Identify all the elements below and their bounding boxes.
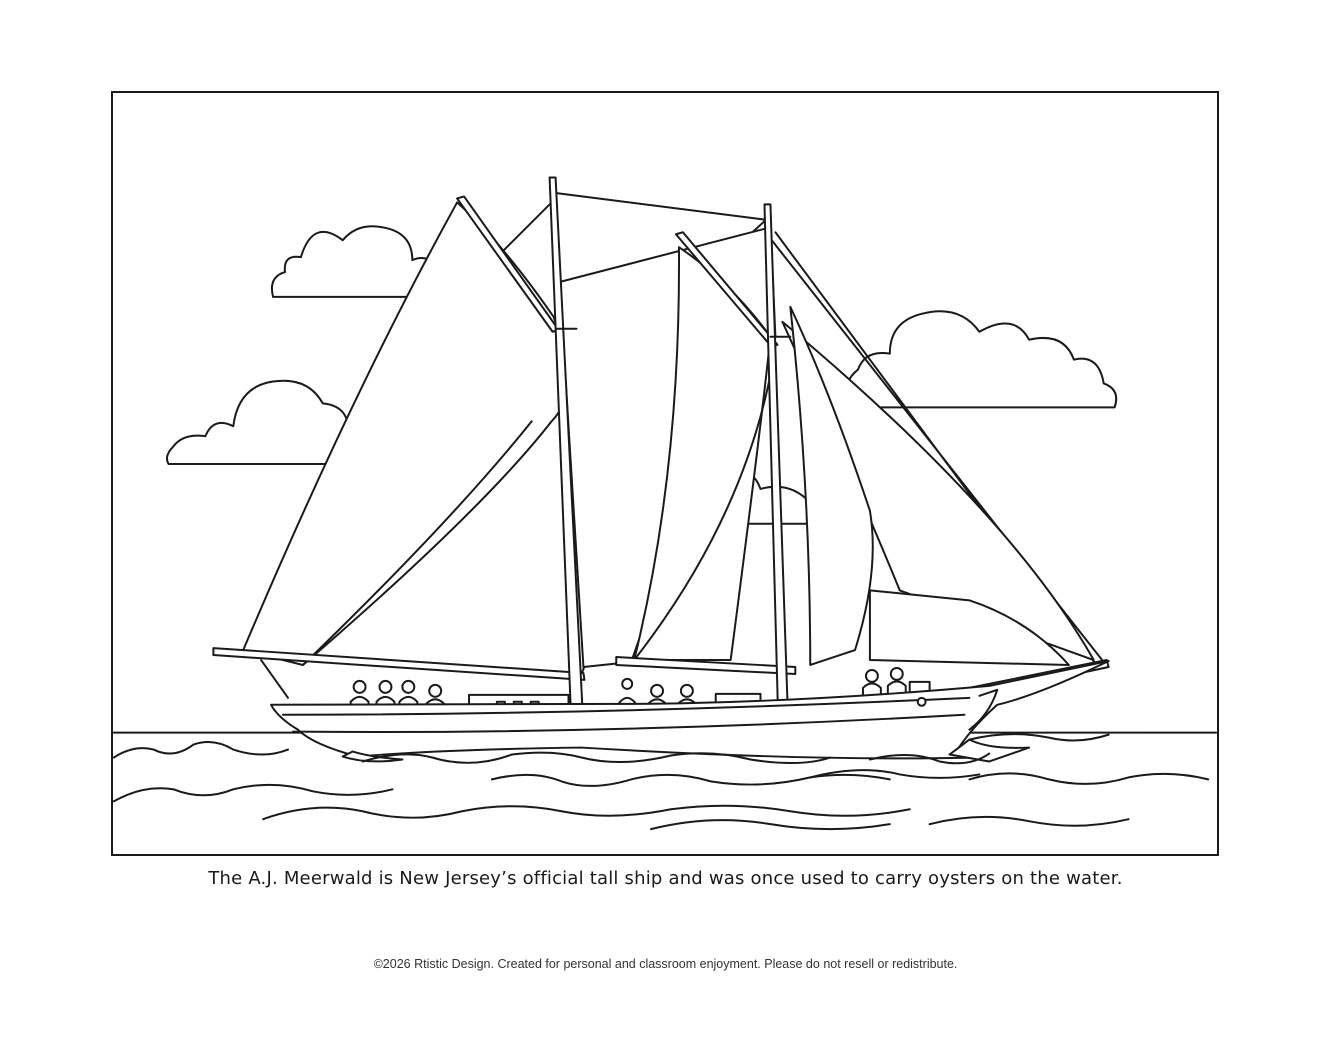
schooner-ship-icon xyxy=(113,176,1217,831)
main-boom xyxy=(212,647,586,681)
staysail xyxy=(789,305,874,666)
bow-stripe xyxy=(968,688,999,731)
caption: The A.J. Meerwald is New Jersey’s offici… xyxy=(208,868,1123,889)
jib-sail-inner xyxy=(868,589,1070,666)
porthole xyxy=(916,696,927,707)
illustration-frame xyxy=(111,91,1219,856)
fore-gaff xyxy=(674,231,779,348)
fore-mast xyxy=(763,203,790,729)
ship-hull xyxy=(270,660,1110,760)
foresail xyxy=(242,201,568,666)
sea-waves xyxy=(113,733,1210,831)
cloud-left xyxy=(165,379,360,466)
stern-line xyxy=(260,659,289,699)
hull-stripe xyxy=(291,713,966,734)
bow-wake xyxy=(948,738,1031,763)
aft-sail-seam xyxy=(633,345,777,662)
copyright-footer: ©2026 Rtistic Design. Created for person… xyxy=(373,957,958,971)
stern-shadow xyxy=(341,750,404,763)
hull-rail xyxy=(282,696,971,716)
foresail-seam xyxy=(301,420,533,666)
fore-boom xyxy=(615,656,797,675)
cloud-right xyxy=(845,310,1118,409)
